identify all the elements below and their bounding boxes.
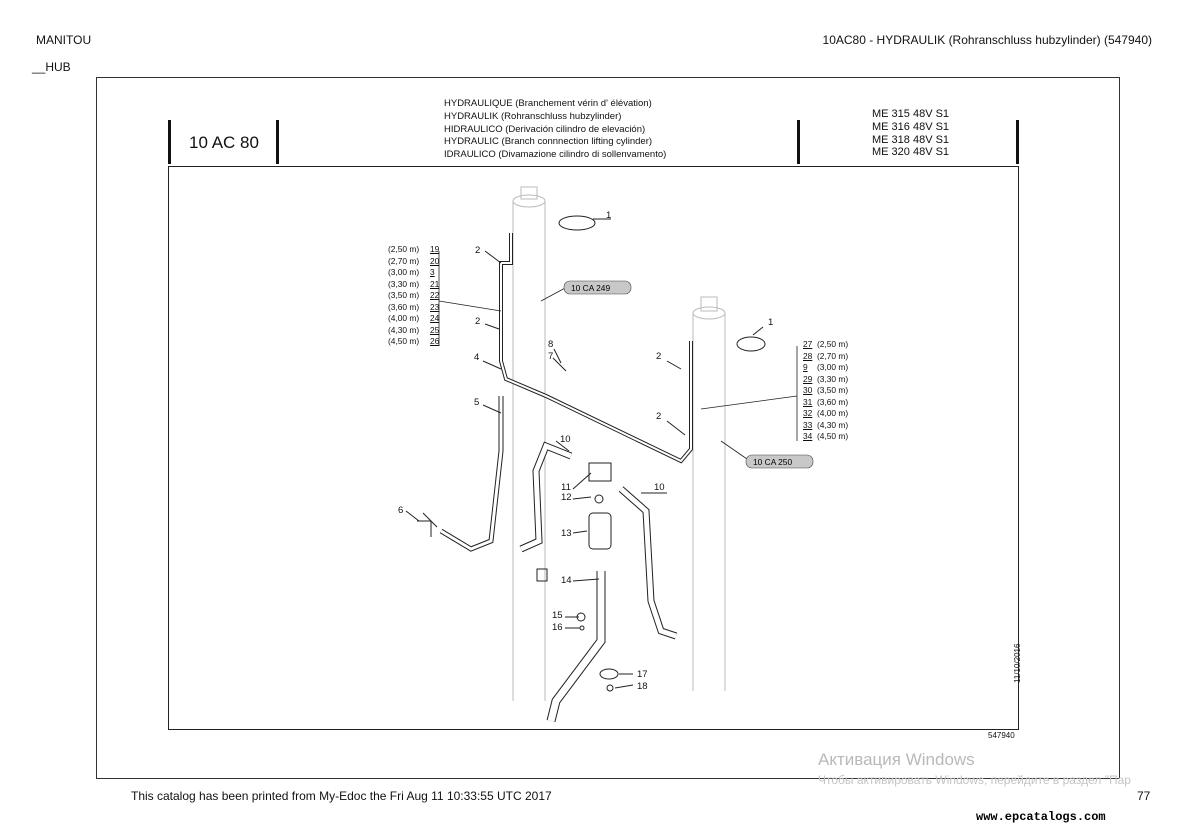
length-row: (3,00 m)3 [388,267,435,277]
length-row: (4,00 m)24 [388,313,440,323]
callout: 2 [475,245,480,256]
ref-tag-right-text: 10 CA 250 [753,457,792,467]
callout: 4 [474,352,479,363]
page-number: 77 [1137,789,1151,803]
site-url[interactable]: www.epcatalogs.com [976,810,1106,824]
length-row: 33(4,30 m) [803,419,849,430]
length-row: 28(2,70 m) [803,350,849,361]
title-en: HYDRAULIC (Branch connnection lifting cy… [444,136,653,148]
title-es: HIDRAULICO (Derivación cilindro de eleva… [444,123,646,135]
callout: 6 [398,505,403,516]
length-row: (3,50 m)22 [388,290,440,300]
callout: 14 [561,575,572,586]
callout: 15 [552,610,563,621]
callout: 2 [656,411,661,422]
ref-tag-right: 10 CA 250 [745,454,814,469]
model-item: ME 316 48V S1 [872,120,950,133]
length-row: (2,50 m)19 [388,244,440,254]
divider-mid-right [797,120,800,164]
length-row: 9(3,00 m) [803,362,849,372]
page-title: 10AC80 - HYDRAULIK (Rohranschluss hubzyl… [822,33,1152,47]
length-row: 29(3,30 m) [803,373,849,384]
length-row: 34(4,50 m) [803,431,849,441]
length-row: 31(3,60 m) [803,396,849,407]
callout: 7 [548,351,553,362]
length-row: (3,30 m)21 [388,278,440,289]
exploded-view: 10 CA 249 10 CA 250 1 1 2 2 2 2 4 5 6 7 … [398,186,814,723]
model-item: ME 315 48V S1 [872,108,950,120]
plate-frame [96,77,1120,779]
callout: 10 [654,482,665,493]
callout: 5 [474,397,479,408]
title-de: HYDRAULIK (Rohranschluss hubzylinder) [444,110,622,122]
callout: 1 [768,317,773,328]
length-row: (4,30 m)25 [388,324,440,335]
callout: 16 [552,622,563,633]
brand-name: MANITOU [36,33,92,47]
callout: 2 [656,351,661,362]
callout: 12 [561,492,572,503]
hub-label: __HUB [32,60,71,74]
model-item: ME 320 48V S1 [872,146,950,159]
divider-mid-left [276,120,279,164]
title-it: IDRAULICO (Divamazione cilindro di solle… [444,149,667,161]
length-row: 32(4,00 m) [803,408,849,418]
length-row: 30(3,50 m) [803,385,849,395]
callout: 10 [560,434,571,445]
callout: 18 [637,681,648,692]
ref-tag-left: 10 CA 249 [563,280,632,295]
image-number: 547940 [988,731,1015,740]
callout: 13 [561,528,572,539]
length-row: 27(2,50 m) [803,339,849,349]
plate-code: 10 AC 80 [189,133,259,152]
length-row: (4,50 m)26 [388,336,440,346]
model-item: ME 318 48V S1 [872,133,950,146]
callout: 8 [548,339,553,350]
watermark-text: Чтобы активировать Windows, перейдите в … [818,773,1131,787]
callout: 11 [561,482,571,493]
callout: 1 [606,210,611,221]
title-fr: HYDRAULIQUE (Branchement vérin d' élévat… [444,98,652,109]
drawing-date: 11/10/2016 [1013,643,1022,683]
length-row: (3,60 m)23 [388,301,440,312]
callout: 17 [637,669,648,680]
parts-drawing: 10 CA 249 10 CA 250 1 1 2 2 2 2 4 5 6 7 … [168,166,1019,730]
length-table-right: 27(2,50 m) 28(2,70 m) 9(3,00 m) 29(3,30 … [799,339,855,443]
divider-left [168,120,171,164]
watermark-title: Активация Windows [818,750,975,769]
callout: 2 [475,316,480,327]
ref-tag-left-text: 10 CA 249 [571,283,610,293]
divider-right [1016,120,1019,164]
plate-titles: HYDRAULIQUE (Branchement vérin d' élévat… [444,98,666,162]
length-row: (2,70 m)20 [388,255,440,266]
length-table-left: (2,50 m)19 (2,70 m)20 (3,00 m)3 (3,30 m)… [388,244,444,348]
footer-text: This catalog has been printed from My-Ed… [131,789,552,803]
model-list: ME 315 48V S1 ME 316 48V S1 ME 318 48V S… [872,108,949,159]
